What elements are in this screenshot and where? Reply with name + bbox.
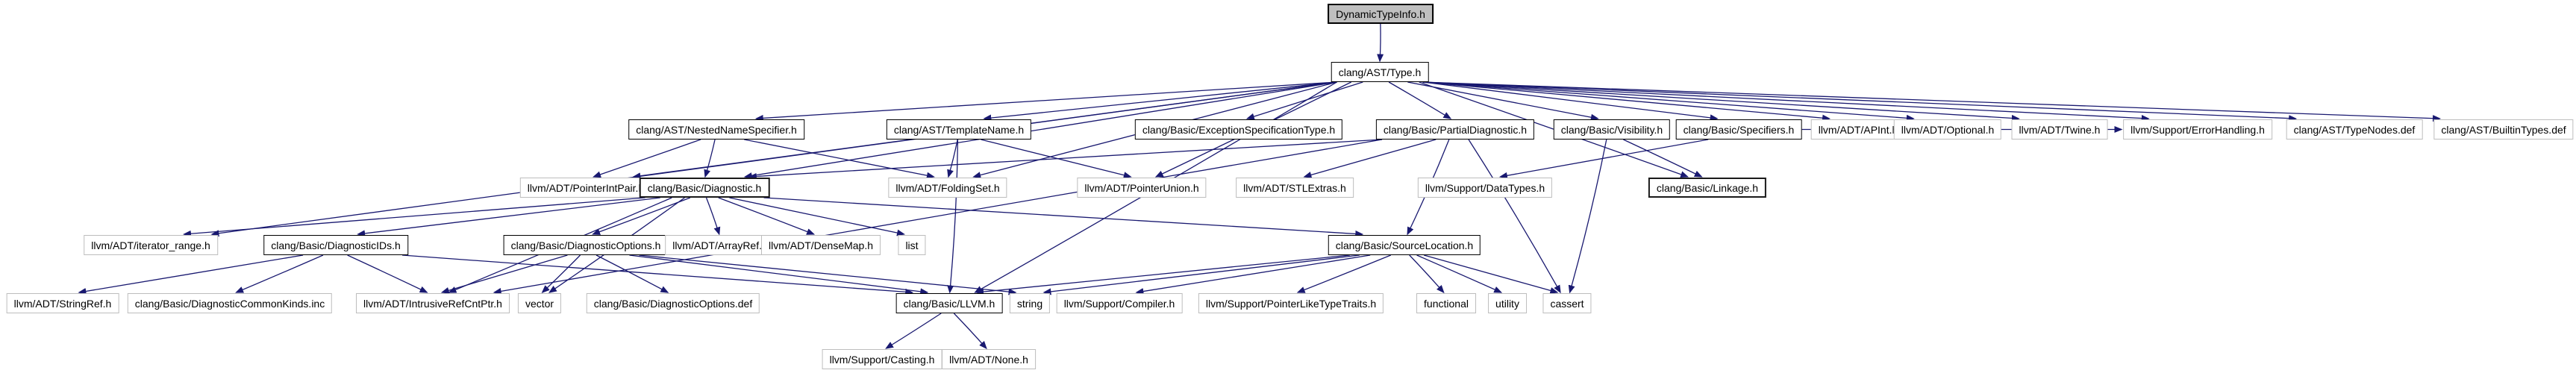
include-edge-typeh-to-twine (1422, 81, 2020, 122)
graph-node-diagids[interactable]: clang/Basic/DiagnosticIDs.h (263, 235, 408, 255)
include-edge-partialdiag-to-stlextras (1303, 139, 1437, 178)
include-edge-typeh-to-typenodes (1422, 81, 2298, 122)
graph-node-apint[interactable]: llvm/ADT/APInt.h (1810, 119, 1906, 140)
graph-node-stringref[interactable]: llvm/ADT/StringRef.h (6, 293, 119, 313)
include-edge-diagnostic-to-sourceloc (763, 197, 1364, 237)
include-edge-diagopts-to-intrusive (440, 254, 568, 294)
include-edge-nested-to-pointerintpair (593, 139, 701, 178)
include-edge-typeh-to-errorhandling (1422, 81, 2150, 122)
graph-node-foldingset[interactable]: llvm/ADT/FoldingSet.h (888, 178, 1007, 198)
include-edge-diagopts-to-diagoptsdef (595, 254, 669, 293)
include-edge-partialdiag-to-intrusive (493, 139, 1383, 295)
graph-node-none[interactable]: llvm/ADT/None.h (942, 349, 1036, 369)
graph-node-exceptionspec[interactable]: clang/Basic/ExceptionSpecificationType.h (1134, 119, 1343, 140)
include-edge-diagids-to-commonkinds (235, 254, 324, 293)
include-edge-visibility-to-linkage (1623, 139, 1703, 178)
graph-node-errorhandling[interactable]: llvm/Support/ErrorHandling.h (2123, 119, 2272, 140)
include-edge-diagnostic-to-list (729, 197, 905, 236)
include-edges (78, 23, 2441, 350)
include-edge-diagopts-to-vector (541, 254, 581, 294)
include-edge-typeh-to-builtintypes (1422, 81, 2441, 122)
include-edge-sourceloc-to-functional (1409, 254, 1445, 294)
graph-node-pointerunion[interactable]: llvm/ADT/PointerUnion.h (1077, 178, 1207, 198)
graph-node-pointerintpair[interactable]: llvm/ADT/PointerIntPair.h (519, 178, 652, 198)
graph-node-root: DynamicTypeInfo.h (1328, 4, 1434, 24)
graph-node-typeh[interactable]: clang/AST/Type.h (1331, 62, 1429, 82)
graph-node-iterrange[interactable]: llvm/ADT/iterator_range.h (84, 235, 218, 255)
graph-node-builtintypes[interactable]: clang/AST/BuiltinTypes.def (2433, 119, 2574, 140)
include-edge-templatename-to-foldingset (947, 139, 958, 178)
graph-node-typenodes[interactable]: clang/AST/TypeNodes.def (2286, 119, 2423, 140)
include-edge-diagnostic-to-iterrange (183, 197, 645, 237)
graph-node-sourceloc[interactable]: clang/Basic/SourceLocation.h (1328, 235, 1481, 255)
include-edge-typeh-to-nested (754, 81, 1337, 122)
graph-node-densemap[interactable]: llvm/ADT/DenseMap.h (760, 235, 881, 255)
graph-node-nested[interactable]: clang/AST/NestedNameSpecifier.h (628, 119, 804, 140)
include-edge-typeh-to-optional (1422, 81, 1915, 122)
graph-node-string[interactable]: string (1009, 293, 1051, 313)
graph-node-intrusive[interactable]: llvm/ADT/IntrusiveRefCntPtr.h (356, 293, 510, 313)
graph-node-plt[interactable]: llvm/Support/PointerLikeTypeTraits.h (1198, 293, 1384, 313)
include-edge-diagopts-to-string (639, 254, 1017, 295)
include-edge-typeh-to-partialdiag (1388, 81, 1452, 119)
graph-node-linkage[interactable]: clang/Basic/Linkage.h (1648, 178, 1767, 198)
graph-node-specifiers[interactable]: clang/Basic/Specifiers.h (1675, 119, 1802, 140)
include-edge-llvmh-to-casting (885, 313, 942, 349)
include-edge-typeh-to-specifiers (1422, 81, 1719, 122)
graph-node-functional[interactable]: functional (1416, 293, 1476, 313)
graph-node-llvmh[interactable]: clang/Basic/LLVM.h (895, 293, 1003, 313)
include-edge-sourceloc-to-compiler (1135, 254, 1371, 295)
include-edge-diagnostic-to-arrayref (705, 197, 721, 236)
include-edge-sourceloc-to-string (1042, 254, 1360, 295)
graph-node-twine[interactable]: llvm/ADT/Twine.h (2011, 119, 2108, 140)
include-edge-nested-to-foldingset (744, 139, 935, 179)
include-edge-diagnostic-to-diagids (357, 197, 660, 237)
include-edge-diagids-to-stringref (78, 254, 304, 295)
graph-node-stlextras[interactable]: llvm/ADT/STLExtras.h (1236, 178, 1354, 198)
include-edge-templatename-to-llvmh (947, 139, 959, 294)
include-edge-diagopts-to-llvmh (629, 254, 929, 295)
graph-node-list[interactable]: list (898, 235, 926, 255)
graph-node-visibility[interactable]: clang/Basic/Visibility.h (1553, 119, 1671, 140)
graph-node-compiler[interactable]: llvm/Support/Compiler.h (1056, 293, 1183, 313)
graph-node-commonkinds[interactable]: clang/Basic/DiagnosticCommonKinds.inc (127, 293, 333, 313)
graph-node-diagoptsdef[interactable]: clang/Basic/DiagnosticOptions.def (586, 293, 760, 313)
graph-node-diagnostic[interactable]: clang/Basic/Diagnostic.h (639, 178, 770, 198)
include-edge-diagnostic-to-densemap (718, 197, 816, 235)
include-edge-sourceloc-to-plt (1296, 254, 1392, 293)
include-edge-sourceloc-to-utility (1416, 254, 1503, 293)
graph-node-partialdiag[interactable]: clang/Basic/PartialDiagnostic.h (1375, 119, 1535, 140)
include-edge-sourceloc-to-cassert (1423, 254, 1559, 294)
graph-node-cassert[interactable]: cassert (1542, 293, 1592, 313)
include-edge-sourceloc-to-llvmh (975, 254, 1350, 295)
include-edge-root-to-typeh (1377, 23, 1384, 63)
include-edge-nested-to-diagnostic (704, 139, 716, 178)
include-edge-typeh-to-iterrange (210, 81, 1337, 237)
graph-node-optional[interactable]: llvm/ADT/Optional.h (1893, 119, 2002, 140)
include-edge-typeh-to-templatename (983, 81, 1337, 122)
include-edge-partialdiag-to-diagnostic (748, 139, 1383, 180)
graph-node-templatename[interactable]: clang/AST/TemplateName.h (886, 119, 1032, 140)
include-edge-diagids-to-llvmh (401, 254, 914, 295)
graph-node-vector[interactable]: vector (517, 293, 562, 313)
include-edge-specifiers-to-datatypes (1498, 139, 1709, 179)
include-edge-partialdiag-to-cassert (1468, 139, 1561, 294)
include-edge-visibility-to-cassert (1568, 139, 1607, 294)
include-edge-diagids-to-intrusive (347, 254, 428, 293)
include-edge-typeh-to-diagnostic (743, 81, 1337, 179)
include-edge-typeh-to-apint (1422, 81, 1831, 122)
include-edge-llvmh-to-none (953, 313, 987, 350)
include-edge-templatename-to-pointerunion (981, 139, 1132, 179)
graph-node-datatypes[interactable]: llvm/Support/DataTypes.h (1417, 178, 1553, 198)
graph-node-casting[interactable]: llvm/Support/Casting.h (822, 349, 942, 369)
graph-node-utility[interactable]: utility (1488, 293, 1527, 313)
graph-node-arrayref[interactable]: llvm/ADT/ArrayRef.h (665, 235, 775, 255)
graph-node-diagopts[interactable]: clang/Basic/DiagnosticOptions.h (503, 235, 669, 255)
